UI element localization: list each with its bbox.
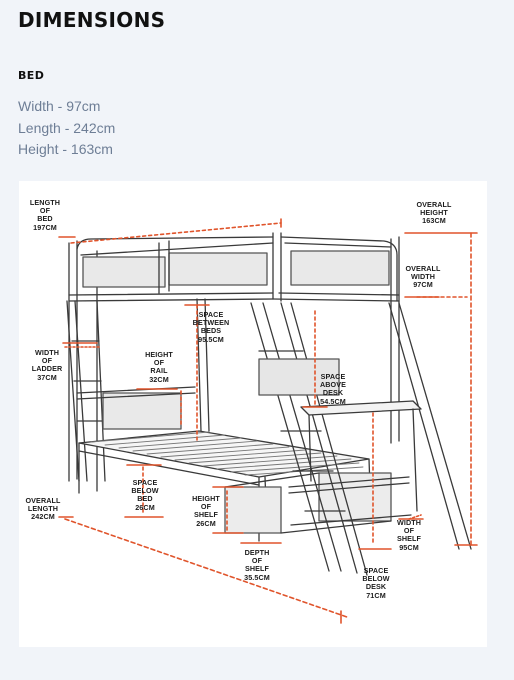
- label-overall-length: OVERALL LENGTH 242CM: [25, 496, 61, 522]
- label-space-above-desk: SPACE ABOVE DESK 54.5CM: [319, 372, 347, 406]
- label-depth-of-shelf: DEPTH OF SHELF 35.5CM: [244, 548, 270, 582]
- dimension-lines: [58, 218, 478, 624]
- spec-height: Height - 163cm: [18, 141, 113, 157]
- bed-frame-lines: [66, 232, 472, 576]
- bunk-bed-dimension-diagram: LENGTH OF BED 197CM OVERALL HEIGHT 163CM…: [19, 181, 487, 647]
- bunk-bed-drawing: [58, 218, 478, 624]
- label-length-of-bed: LENGTH OF BED 197CM: [29, 198, 61, 232]
- spec-width: Width - 97cm: [18, 98, 101, 114]
- label-width-of-shelf: WIDTH OF SHELF 95CM: [396, 518, 422, 552]
- spec-list: Width - 97cm Length - 242cm Height - 163…: [18, 96, 115, 161]
- label-space-between-beds: SPACE BETWEEN BEDS 95.5CM: [192, 310, 230, 344]
- section-title: BED: [18, 69, 45, 82]
- spec-length: Length - 242cm: [18, 119, 116, 136]
- label-space-below-desk: SPACE BELOW DESK 71CM: [362, 566, 390, 600]
- page-title: DIMENSIONS: [18, 8, 166, 32]
- label-space-below-bed: SPACE BELOW BED 26CM: [131, 478, 159, 512]
- label-width-of-ladder: WIDTH OF LADDER 37CM: [31, 348, 63, 382]
- label-overall-height: OVERALL HEIGHT 163CM: [416, 200, 452, 226]
- label-overall-width: OVERALL WIDTH 97CM: [405, 264, 441, 290]
- label-height-of-rail: HEIGHT OF RAIL 32CM: [145, 350, 173, 384]
- label-height-of-shelf: HEIGHT OF SHELF 26CM: [192, 494, 220, 528]
